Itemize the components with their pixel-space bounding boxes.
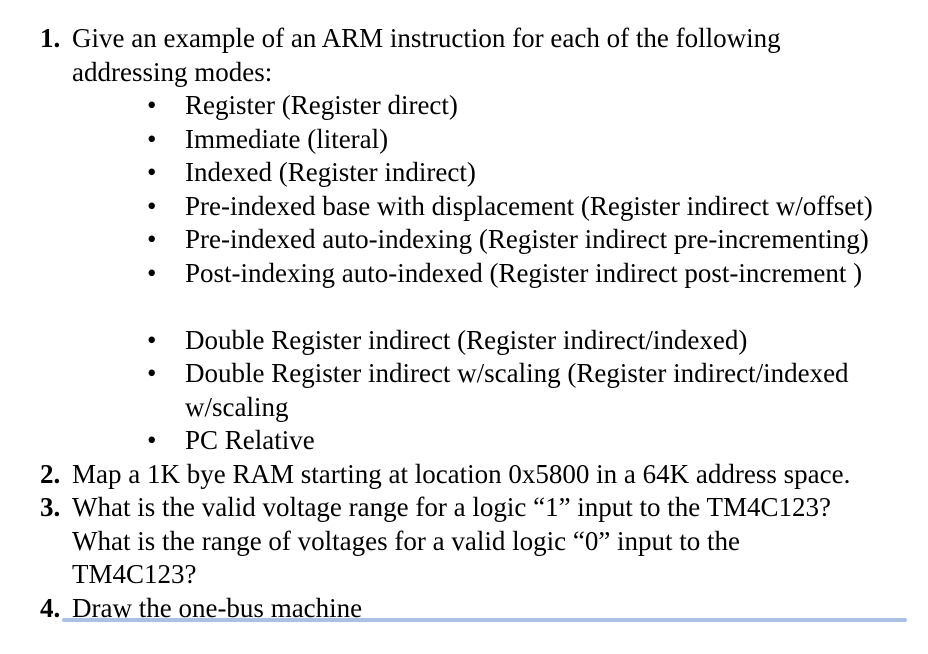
- question-body: Give an example of an ARM instruction fo…: [72, 22, 928, 458]
- bullet-text: PC Relative: [185, 425, 315, 455]
- question-text-line: addressing modes:: [72, 56, 273, 87]
- question-text-line: Give an example of an ARM instruction fo…: [72, 23, 781, 53]
- bullet-item: • Double Register indirect w/scaling (Re…: [72, 357, 928, 391]
- question-number: 2.: [40, 458, 61, 489]
- bullet-item: • Pre-indexed auto-indexing (Register in…: [72, 223, 928, 257]
- question-item-2: 2. Map a 1K bye RAM starting at location…: [0, 458, 928, 492]
- blank-line-spacer: [72, 290, 928, 324]
- bullet-icon: •: [147, 190, 157, 221]
- bullet-icon: •: [147, 257, 157, 288]
- bullet-text: Double Register indirect w/scaling (Regi…: [185, 358, 849, 388]
- bullet-icon: •: [147, 324, 157, 355]
- question-body: Draw the one-bus machine: [72, 592, 928, 626]
- bullet-text: Immediate (literal): [185, 123, 389, 154]
- bullet-icon: •: [147, 157, 157, 187]
- bullet-item: • Register (Register direct): [72, 89, 928, 123]
- divider-line: [62, 618, 907, 622]
- question-number: 1.: [40, 23, 61, 53]
- bullet-icon: •: [147, 224, 157, 254]
- question-item-4: 4. Draw the one-bus machine: [0, 592, 928, 626]
- bullet-icon: •: [147, 123, 157, 154]
- bullet-icon: •: [147, 358, 157, 388]
- bullet-item: • Post-indexing auto-indexed (Register i…: [72, 257, 928, 291]
- bullet-text: Post-indexing auto-indexed (Register ind…: [185, 257, 863, 288]
- bullet-item: • Immediate (literal): [72, 123, 928, 157]
- bullet-text: Double Register indirect (Register indir…: [185, 324, 748, 355]
- question-number: 3.: [40, 492, 61, 522]
- bullet-text: Indexed (Register indirect): [185, 157, 476, 187]
- question-body: Map a 1K bye RAM starting at location 0x…: [72, 458, 928, 492]
- bullet-text: Register (Register direct): [185, 90, 458, 120]
- question-number: 4.: [40, 592, 61, 623]
- question-body: What is the valid voltage range for a lo…: [72, 491, 928, 592]
- question-text-line: Draw the one-bus machine: [72, 592, 363, 623]
- bullet-item: • Indexed (Register indirect): [72, 156, 928, 190]
- bullet-text: Pre-indexed base with displacement (Regi…: [185, 190, 873, 221]
- bullet-item: • Double Register indirect (Register ind…: [72, 324, 928, 358]
- bullet-text: Pre-indexed auto-indexing (Register indi…: [185, 224, 869, 254]
- bullet-text-continuation: w/scaling: [185, 391, 289, 422]
- bullet-icon: •: [147, 425, 157, 455]
- bullet-icon: •: [147, 90, 157, 120]
- question-text-line: TM4C123?: [72, 559, 197, 589]
- question-item-3: 3. What is the valid voltage range for a…: [0, 491, 928, 592]
- question-text-line: What is the range of voltages for a vali…: [72, 525, 741, 556]
- bullet-item: • Pre-indexed base with displacement (Re…: [72, 190, 928, 224]
- question-item-1: 1. Give an example of an ARM instruction…: [0, 22, 928, 458]
- question-text-line: Map a 1K bye RAM starting at location 0x…: [72, 458, 851, 489]
- question-text-line: What is the valid voltage range for a lo…: [72, 492, 832, 522]
- bullet-item: • PC Relative: [72, 424, 928, 458]
